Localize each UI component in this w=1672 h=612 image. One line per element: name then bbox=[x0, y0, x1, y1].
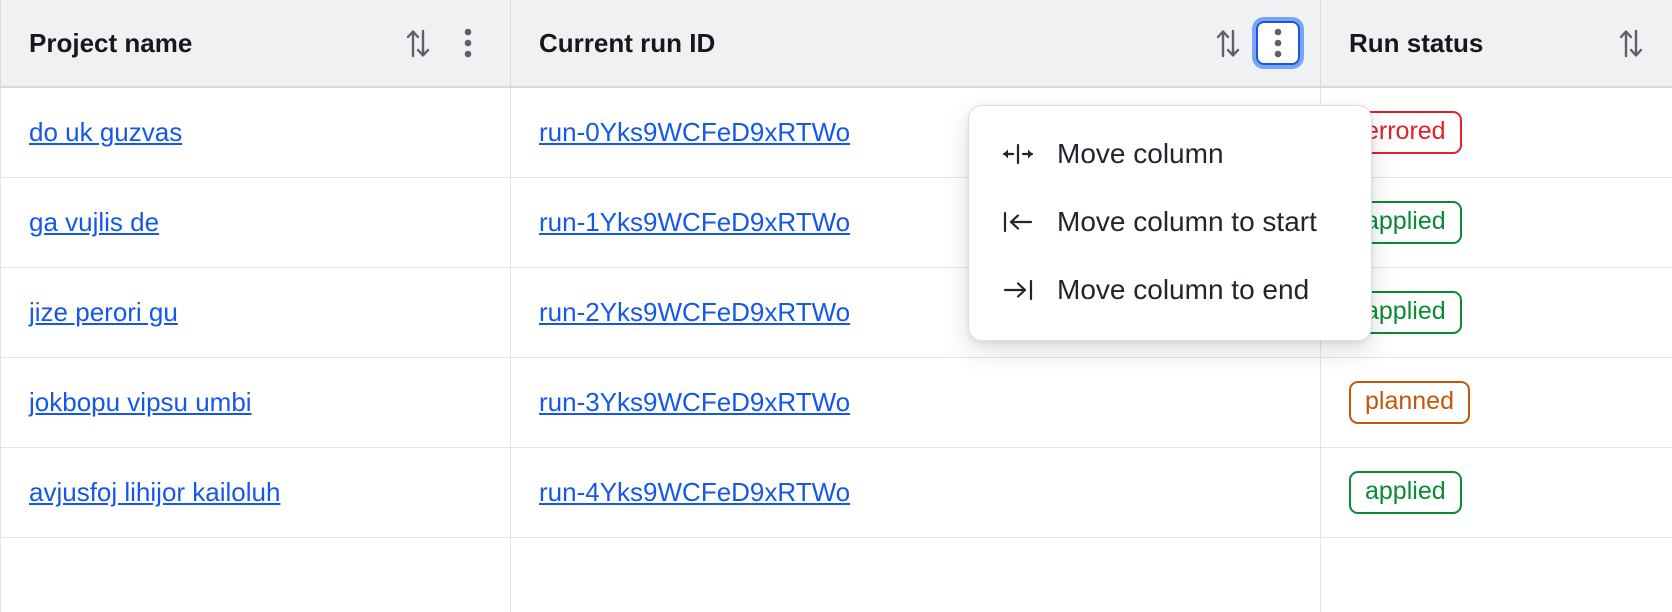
cell-run-status bbox=[1320, 537, 1672, 612]
move-column-icon bbox=[1001, 137, 1035, 171]
project-link[interactable]: jize perori gu bbox=[29, 296, 178, 327]
project-link[interactable]: jokbopu vipsu umbi bbox=[29, 386, 252, 417]
column-header-label: Run status bbox=[1349, 27, 1484, 58]
column-header-label: Current run ID bbox=[539, 27, 716, 58]
table-row: avjusfoj lihijor kailoluh run-4Yks9WCFeD… bbox=[0, 447, 1672, 538]
table-row: jize perori gu run-2Yks9WCFeD9xRTWo appl… bbox=[0, 267, 1672, 358]
project-link[interactable]: avjusfoj lihijor kailoluh bbox=[29, 476, 281, 507]
status-badge: errored bbox=[1349, 110, 1462, 154]
cell-project-name: avjusfoj lihijor kailoluh bbox=[0, 447, 511, 538]
kebab-menu-icon[interactable] bbox=[1256, 21, 1300, 65]
column-header-project-name: Project name bbox=[0, 0, 511, 88]
cell-run-status: errored bbox=[1320, 87, 1672, 178]
column-header-tools bbox=[1206, 21, 1300, 65]
table-body: do uk guzvas run-0Yks9WCFeD9xRTWo errore… bbox=[0, 87, 1672, 612]
cell-current-run-id bbox=[510, 537, 1321, 612]
cell-project-name: ga vujlis de bbox=[0, 177, 511, 268]
kebab-menu-icon[interactable] bbox=[446, 21, 490, 65]
move-to-start-icon bbox=[1001, 205, 1035, 239]
menu-item-move-column-to-start[interactable]: Move column to start bbox=[969, 188, 1371, 256]
status-badge: applied bbox=[1349, 470, 1462, 514]
move-to-end-icon bbox=[1001, 273, 1035, 307]
table-row: do uk guzvas run-0Yks9WCFeD9xRTWo errore… bbox=[0, 87, 1672, 178]
run-id-link[interactable]: run-1Yks9WCFeD9xRTWo bbox=[539, 206, 851, 237]
status-badge: planned bbox=[1349, 380, 1470, 424]
cell-project-name: jize perori gu bbox=[0, 267, 511, 358]
column-header-current-run-id: Current run ID bbox=[510, 0, 1321, 88]
run-id-link[interactable]: run-0Yks9WCFeD9xRTWo bbox=[539, 116, 851, 147]
column-header-label: Project name bbox=[29, 27, 193, 58]
table-header: Project name bbox=[0, 0, 1672, 88]
menu-item-move-column-to-end[interactable]: Move column to end bbox=[969, 256, 1371, 324]
header-row: Project name bbox=[0, 0, 1672, 88]
table-row: ga vujlis de run-1Yks9WCFeD9xRTWo applie… bbox=[0, 177, 1672, 268]
sort-updown-icon[interactable] bbox=[396, 21, 440, 65]
cell-run-status: applied bbox=[1320, 447, 1672, 538]
cell-run-status: applied bbox=[1320, 267, 1672, 358]
run-id-link[interactable]: run-2Yks9WCFeD9xRTWo bbox=[539, 296, 851, 327]
menu-item-label: Move column to end bbox=[1057, 274, 1310, 305]
project-link[interactable]: ga vujlis de bbox=[29, 206, 160, 237]
menu-item-label: Move column bbox=[1057, 138, 1224, 169]
cell-project-name: do uk guzvas bbox=[0, 87, 511, 178]
column-header-run-status: Run status bbox=[1320, 0, 1672, 88]
menu-item-label: Move column to start bbox=[1057, 206, 1317, 237]
menu-item-move-column[interactable]: Move column bbox=[969, 120, 1371, 188]
sort-updown-icon[interactable] bbox=[1609, 21, 1653, 65]
run-id-link[interactable]: run-3Yks9WCFeD9xRTWo bbox=[539, 386, 851, 417]
table-row: jokbopu vipsu umbi run-3Yks9WCFeD9xRTWo … bbox=[0, 357, 1672, 448]
column-header-tools bbox=[1609, 21, 1653, 65]
sort-updown-icon[interactable] bbox=[1206, 21, 1250, 65]
cell-project-name bbox=[0, 537, 511, 612]
table-row bbox=[0, 537, 1672, 612]
cell-current-run-id: run-3Yks9WCFeD9xRTWo bbox=[510, 357, 1321, 448]
project-link[interactable]: do uk guzvas bbox=[29, 116, 183, 147]
cell-current-run-id: run-4Yks9WCFeD9xRTWo bbox=[510, 447, 1321, 538]
cell-run-status: planned bbox=[1320, 357, 1672, 448]
run-id-link[interactable]: run-4Yks9WCFeD9xRTWo bbox=[539, 476, 851, 507]
column-header-tools bbox=[396, 21, 490, 65]
column-context-menu: Move column Move column to start Move co… bbox=[968, 105, 1372, 341]
cell-project-name: jokbopu vipsu umbi bbox=[0, 357, 511, 448]
cell-run-status: applied bbox=[1320, 177, 1672, 268]
